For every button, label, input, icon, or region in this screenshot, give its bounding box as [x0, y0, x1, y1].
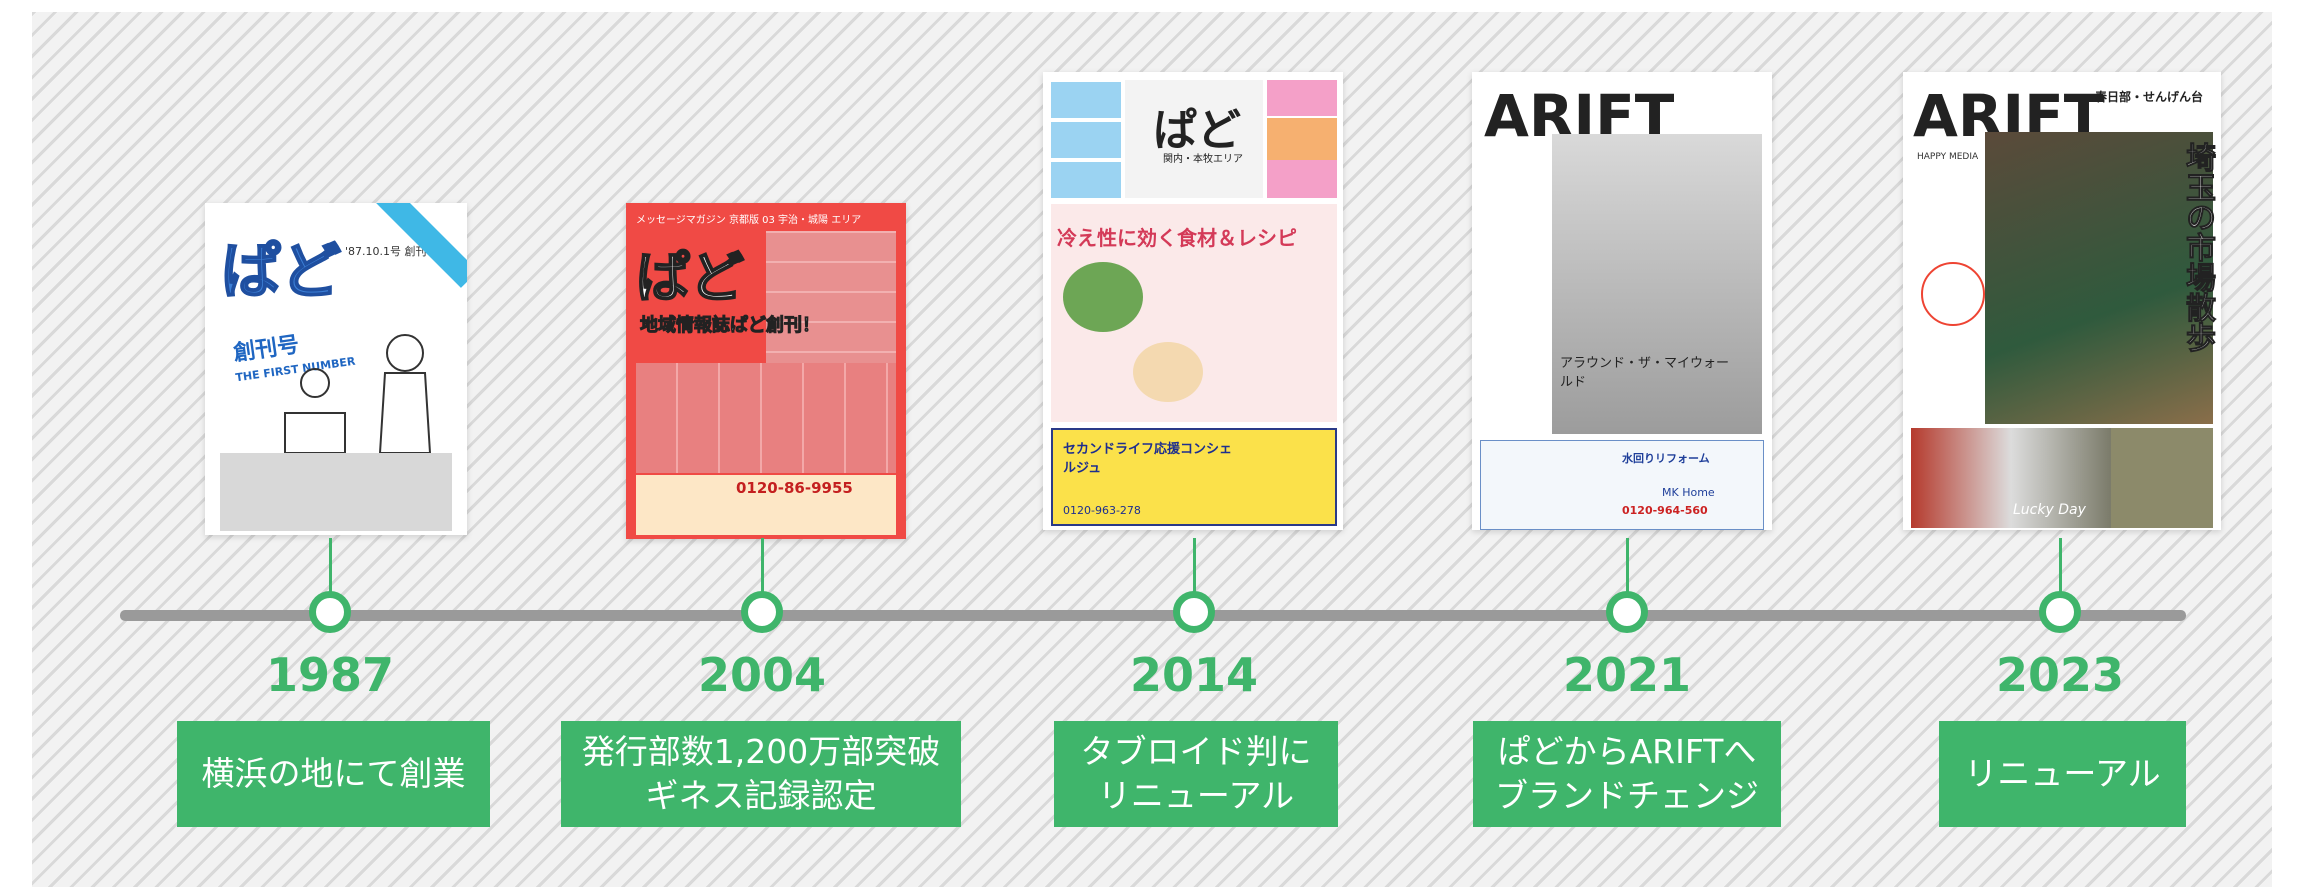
cover-2023: ARIFT 春日部・せんげん台 HAPPY MEDIA 埼玉の市場散歩 Luck…: [1903, 72, 2221, 530]
cover-2023-ad: Lucky Day: [2013, 502, 2086, 518]
cover-2014-ad: セカンドライフ応援コンシェルジュ: [1063, 442, 1233, 476]
cover-2021-phone: 0120-964-560: [1622, 504, 1708, 517]
year-2014: 2014: [1129, 648, 1259, 702]
cover-2021-brand: MK Home: [1662, 486, 1715, 499]
cover-1987-logo: ぱど: [220, 236, 342, 308]
node-2021: [1606, 591, 1648, 633]
year-2004: 2004: [697, 648, 827, 702]
cover-2004-headline: 地域情報誌ぱど創刊！: [640, 315, 821, 337]
cover-1987: '87.10.1号 創刊号 ぱど 創刊号 THE FIRST NUMBER: [205, 203, 467, 535]
cover-2014-area: 関内・本牧エリア: [1163, 154, 1243, 165]
cover-2004: メッセージマガジン 京都版 03 宇治・城陽 エリア ぱど 地域情報誌ぱど創刊！…: [626, 203, 906, 539]
node-2004: [741, 591, 783, 633]
cover-1987-illustration: [284, 334, 432, 454]
cover-2023-media: HAPPY MEDIA: [1917, 152, 1979, 162]
cover-1987-date: '87.10.1号 創刊号: [345, 245, 438, 258]
node-1987: [309, 591, 351, 633]
stem-1987: [329, 538, 332, 602]
cover-2014-logo: ぱど: [1153, 105, 1241, 156]
cover-2023-area: 春日部・せんげん台: [2095, 90, 2204, 104]
label-2004: 発行部数1,200万部突破 ギネス記録認定: [561, 721, 961, 827]
stem-2014: [1193, 538, 1196, 602]
cover-2023-headline: 埼玉の市場散歩: [2180, 142, 2216, 353]
year-1987: 1987: [265, 648, 395, 702]
node-2014: [1173, 591, 1215, 633]
cover-2021-ad: 水回りリフォーム: [1622, 452, 1710, 465]
year-2023: 2023: [1995, 648, 2125, 702]
cover-2014: ぱど 関内・本牧エリア 冷え性に効く食材＆レシピ セカンドライフ応援コンシェルジ…: [1043, 72, 1343, 530]
stem-2004: [761, 538, 764, 602]
year-2021: 2021: [1562, 648, 1692, 702]
label-2014: タブロイド判に リニューアル: [1054, 721, 1338, 827]
timeline-line: [120, 610, 2186, 621]
label-2023: リニューアル: [1939, 721, 2186, 827]
label-1987: 横浜の地にて創業: [177, 721, 490, 827]
cover-2021-title: アラウンド・ザ・マイウォールド: [1560, 356, 1730, 390]
stem-2023: [2059, 538, 2062, 602]
cover-2004-phone: 0120-86-9955: [736, 479, 853, 497]
cover-2004-header: メッセージマガジン 京都版 03 宇治・城陽 エリア: [636, 215, 862, 226]
label-2021: ぱどからARIFTへ ブランドチェンジ: [1473, 721, 1781, 827]
cover-2014-phone: 0120-963-278: [1063, 504, 1141, 517]
node-2023: [2039, 591, 2081, 633]
stem-2021: [1626, 538, 1629, 602]
cover-2021: ARIFT アラウンド・ザ・マイウォールド 水回りリフォーム MK Home 0…: [1472, 72, 1772, 530]
cover-2004-logo: ぱど: [635, 245, 745, 310]
cover-2014-headline: 冷え性に効く食材＆レシピ: [1057, 226, 1297, 250]
